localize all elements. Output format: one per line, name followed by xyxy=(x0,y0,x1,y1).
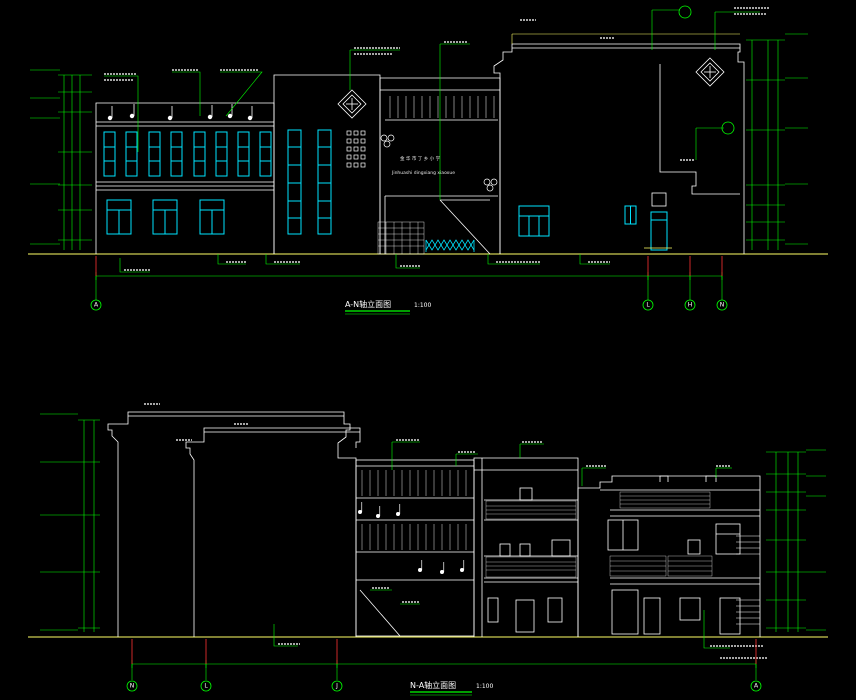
small-window-grid xyxy=(346,130,366,168)
axis-bubbles-bottom: N L J A xyxy=(126,680,762,692)
tall-block-right xyxy=(493,43,745,254)
corridor-railing-hatch xyxy=(609,491,713,577)
axis-lines-top xyxy=(95,256,723,276)
louver-slats-bottom xyxy=(361,470,467,550)
tall-windows-left-block xyxy=(103,131,272,177)
right-dimension-column-top xyxy=(746,33,808,250)
annotation-leaders-bottom xyxy=(273,441,732,649)
annotation-leaders-top xyxy=(104,9,760,273)
annotation-text-stubs-bottom xyxy=(144,403,768,659)
balcony-railing-hatch xyxy=(485,500,577,578)
drawing-scale-a-n: 1:100 xyxy=(414,302,431,309)
drawing-title-a-n: A-N轴立面图 xyxy=(345,299,391,309)
axis-label: H xyxy=(688,302,693,309)
drawing-title-n-a: N-A轴立面图 xyxy=(410,680,456,690)
axis-label: A xyxy=(94,302,99,309)
entrance-louvers xyxy=(389,96,495,118)
annotation-text-stubs-top xyxy=(104,7,770,271)
elevation-n-a: N L J A N-A轴立面图 1:100 xyxy=(28,403,828,696)
axis-label: N xyxy=(130,683,135,690)
left-dimension-column-bottom xyxy=(40,413,100,632)
parapet-decoration xyxy=(511,33,740,44)
axis-bubbles-top: A L H N xyxy=(90,299,728,311)
left-dimension-column-top xyxy=(30,69,92,250)
music-note-decoration xyxy=(107,104,253,121)
axis-connectors-bottom xyxy=(131,664,757,680)
overall-dimension-top xyxy=(95,272,723,280)
right-dimension-column-bottom xyxy=(766,449,826,632)
grid-bubbles-upper xyxy=(678,5,735,135)
axis-label: L xyxy=(646,302,650,309)
music-note-decoration-bottom xyxy=(358,502,465,574)
classroom-block-right xyxy=(473,457,579,637)
axis-label: L xyxy=(204,683,208,690)
windows-right-block xyxy=(518,205,668,251)
flower-ornament-icon xyxy=(380,134,498,192)
drawing-scale-n-a: 1:100 xyxy=(476,683,493,690)
school-pinyin-sign: Jinhuashi dingxiang xiaoxue xyxy=(391,170,455,176)
louver-block xyxy=(355,459,475,637)
corridor-block xyxy=(577,475,761,637)
elevation-a-n: 金 华 市 丁 乡 小 学 Jinhuashi dingxiang xiaoxu… xyxy=(28,5,828,315)
brick-wall xyxy=(377,221,425,255)
classroom-block-left xyxy=(95,102,275,254)
stair-windows xyxy=(287,129,332,235)
axis-lines-bottom xyxy=(131,639,757,664)
axis-label: A xyxy=(754,683,759,690)
diamond-emblem-icon xyxy=(337,89,367,119)
overall-dimension-bottom xyxy=(131,660,757,668)
diamond-emblem-icon-right xyxy=(695,57,725,87)
axis-connectors-top xyxy=(95,276,723,300)
axis-label: N xyxy=(720,302,725,309)
gable-walls-left xyxy=(107,411,361,637)
lower-windows-left-block xyxy=(106,199,225,235)
stair-lines-right xyxy=(736,535,760,625)
school-name-sign: 金 华 市 丁 乡 小 学 xyxy=(400,155,441,162)
axis-label: J xyxy=(335,683,338,690)
entrance-gate xyxy=(425,239,475,252)
